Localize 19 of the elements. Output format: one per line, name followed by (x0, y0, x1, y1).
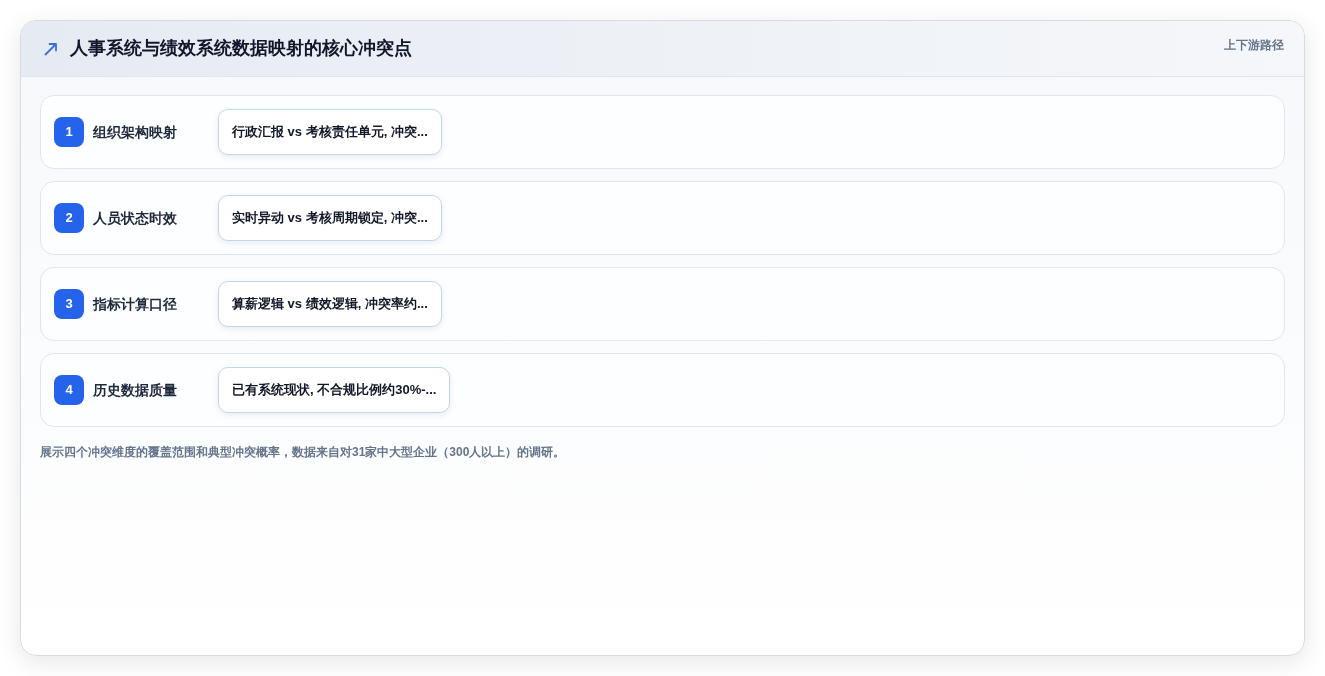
dimension-row (40, 95, 1285, 169)
conflict-pill: 实时异动 vs 考核周期锁定, 冲突... (218, 195, 442, 241)
dimension-name: 指标计算口径 (93, 294, 178, 314)
title: 人事系统与绩效系统数据映射的核心冲突点 (70, 37, 412, 60)
dimension-name: 人员状态时效 (93, 208, 178, 228)
number-badge: 3 (54, 289, 84, 319)
caption: 展示四个冲突维度的覆盖范围和典型冲突概率，数据来自对31家中大型企业（300人以上）的调研。 (40, 444, 566, 461)
dimension-name: 组织架构映射 (93, 122, 178, 142)
conflict-pill: 已有系统现状, 不合规比例约30%-... (218, 367, 451, 413)
number-badge: 1 (54, 117, 84, 147)
path-label: 上下游路径 (1224, 37, 1284, 54)
number-badge: 2 (54, 203, 84, 233)
number-badge: 4 (54, 375, 84, 405)
conflict-pill: 算薪逻辑 vs 绩效逻辑, 冲突率约... (218, 281, 442, 327)
conflict-pill: 行政汇报 vs 考核责任单元, 冲突... (218, 109, 442, 155)
dimension-row (40, 353, 1285, 427)
dimension-row (40, 181, 1285, 255)
dimension-name: 历史数据质量 (93, 380, 178, 400)
dimension-row (40, 267, 1285, 341)
